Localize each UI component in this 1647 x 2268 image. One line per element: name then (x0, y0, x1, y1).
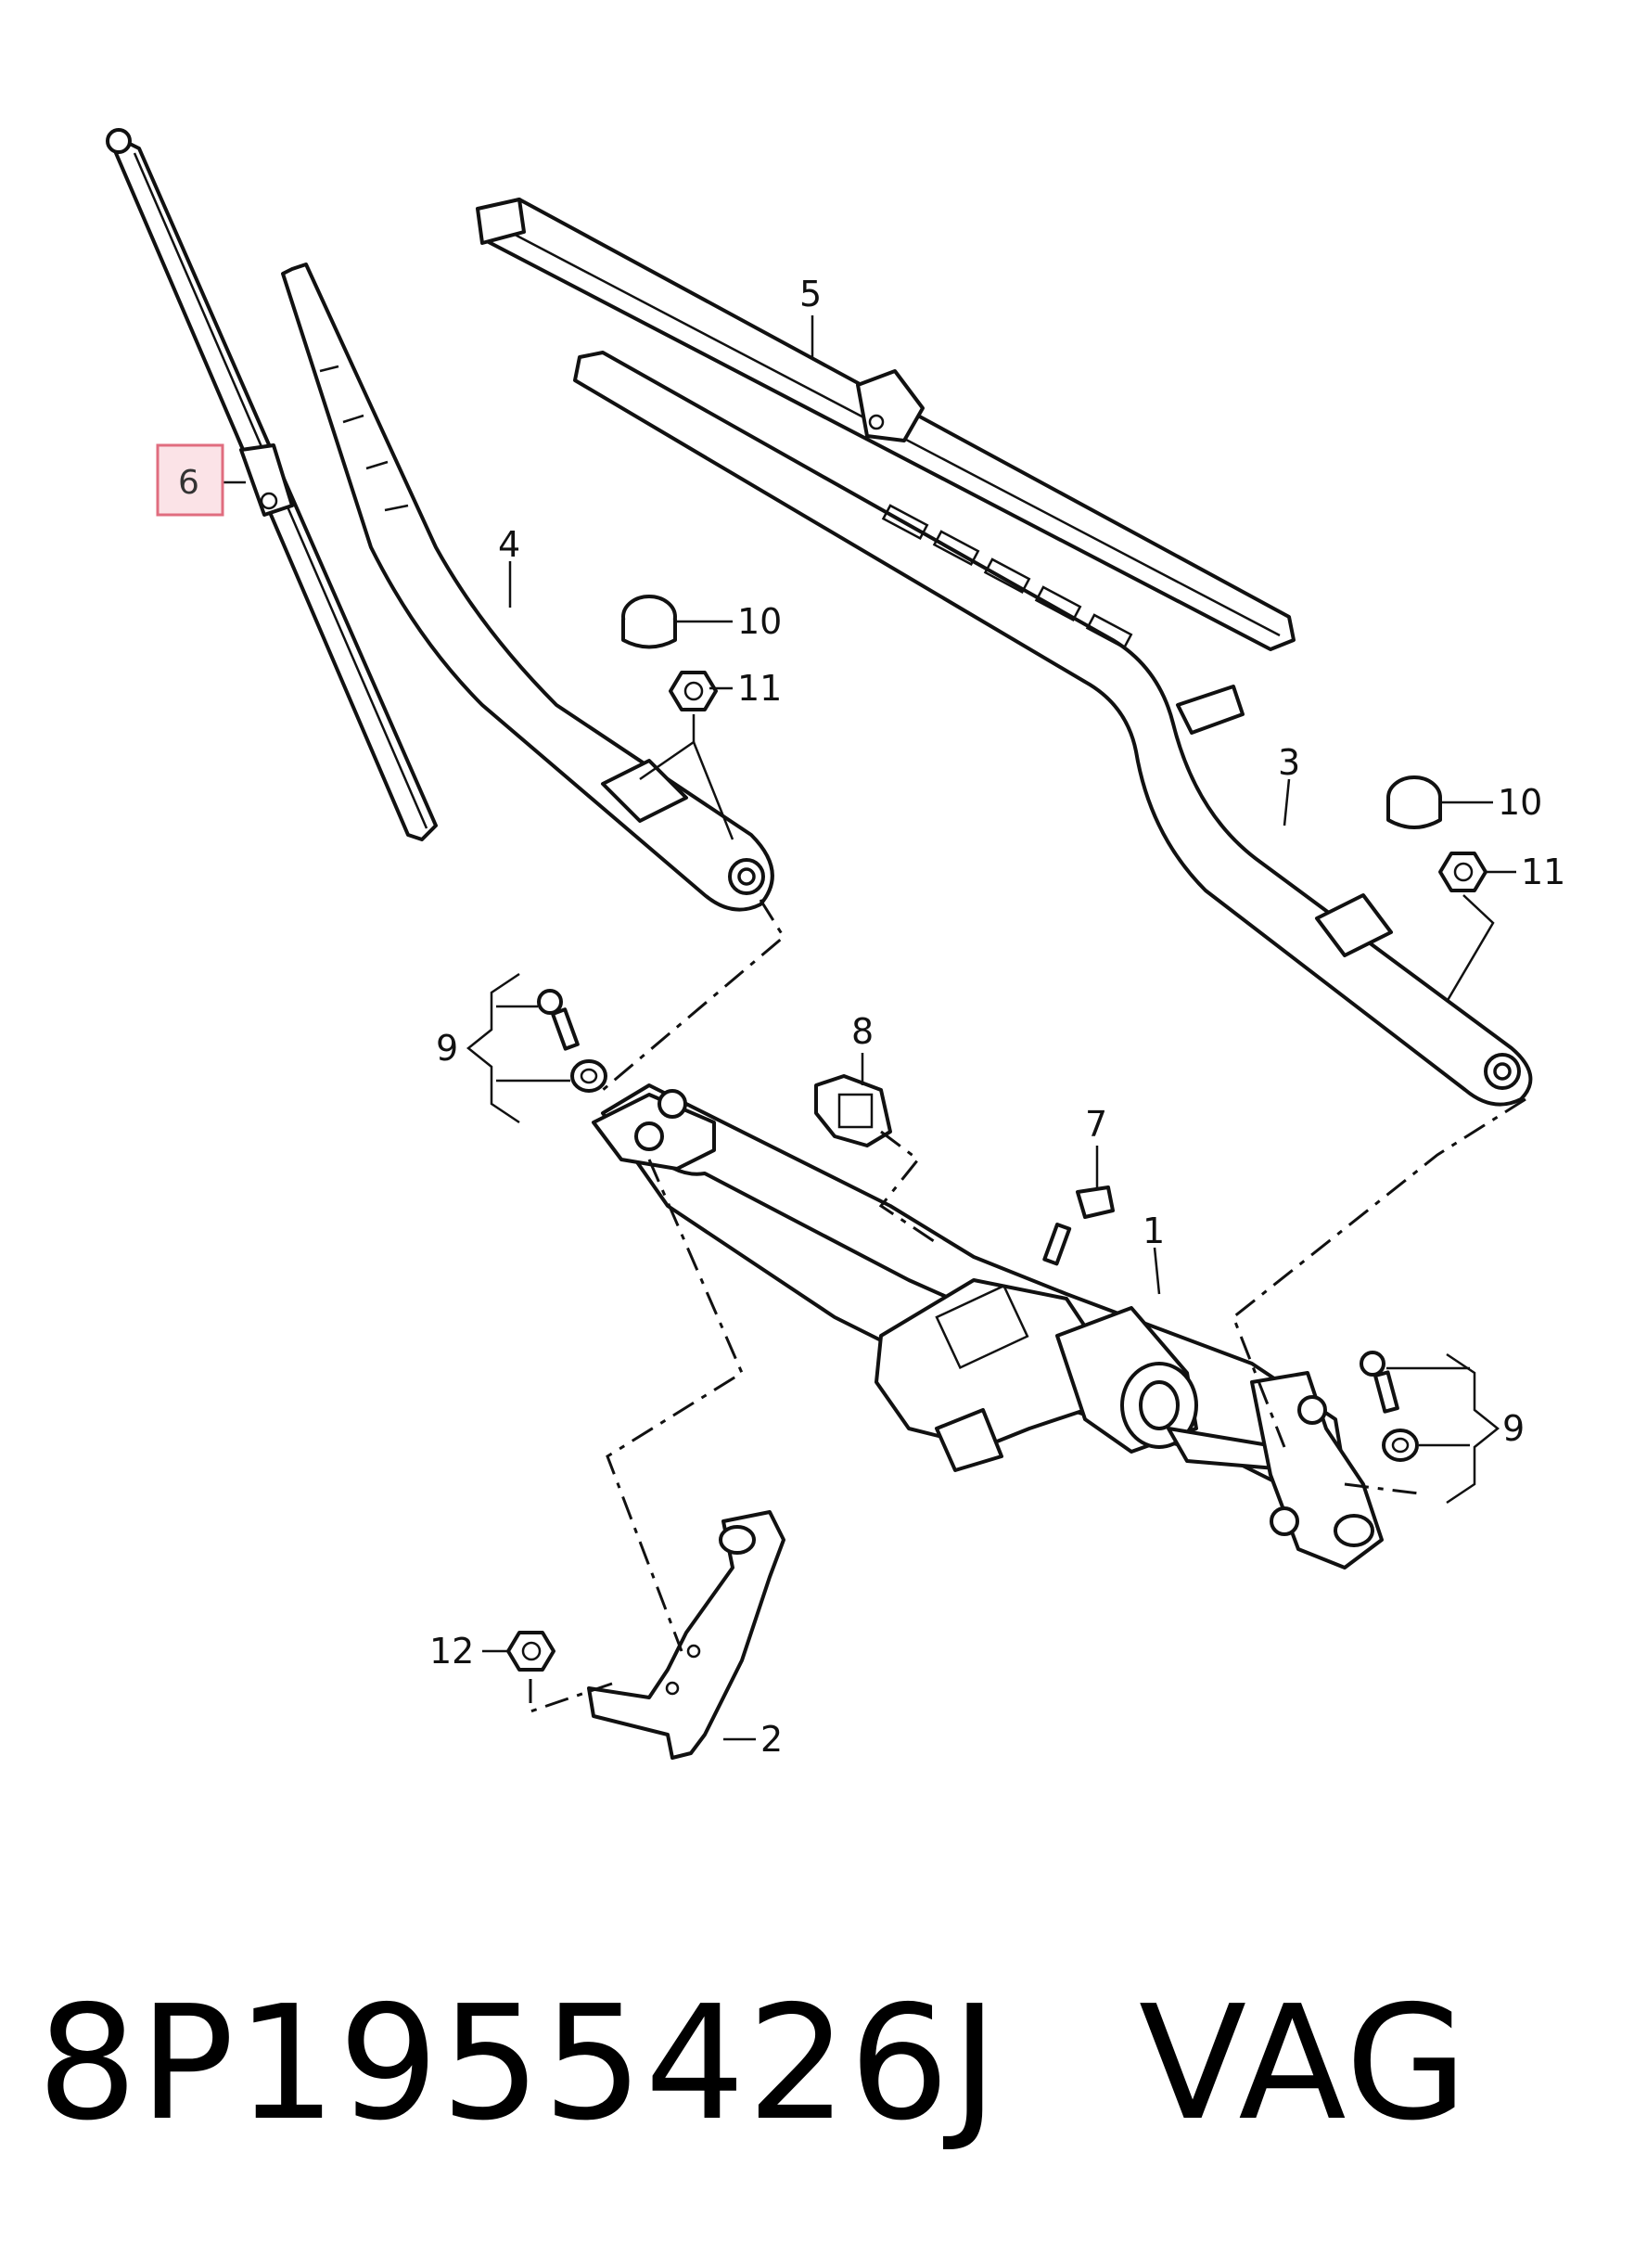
wiper-blade-left[interactable] (106, 128, 438, 841)
nut-12[interactable] (506, 1631, 555, 1672)
bolt-grommet-9-right[interactable] (1360, 1351, 1419, 1462)
bung-7[interactable] (1076, 1185, 1115, 1219)
callout-9-right: 9 (1502, 1408, 1525, 1449)
callout-7: 7 (1085, 1104, 1107, 1145)
assembly-lines (529, 899, 1526, 1714)
wiper-motor-linkage[interactable] (592, 1083, 1384, 1570)
cap-10-left[interactable] (621, 595, 677, 649)
brand-name: VAG (1138, 1972, 1470, 2156)
callout-5: 5 (799, 274, 822, 314)
callout-10-right: 10 (1498, 782, 1542, 823)
callout-11-left: 11 (737, 668, 782, 709)
callout-2: 2 (760, 1719, 783, 1760)
callout-1: 1 (1143, 1211, 1165, 1251)
wiper-blade-right[interactable] (476, 198, 1296, 651)
nut-11-right[interactable] (1438, 852, 1487, 892)
wiper-arm-right[interactable] (573, 351, 1533, 1107)
connector-8[interactable] (814, 1074, 892, 1147)
callout-8: 8 (851, 1011, 874, 1052)
part-number: 8P1955426J (37, 1972, 1000, 2156)
callout-10-left: 10 (737, 601, 782, 642)
bolt-grommet-9-left[interactable] (537, 989, 607, 1093)
callout-9-left: 9 (436, 1028, 458, 1069)
callout-3: 3 (1278, 742, 1300, 783)
callout-11-right: 11 (1521, 852, 1565, 892)
callout-4: 4 (498, 524, 520, 565)
callout-6-highlight-box (156, 443, 224, 517)
wiper-assembly-diagram: 6 5 4 3 10 11 10 11 8 7 1 9 9 12 2 (106, 128, 1565, 1760)
callout-6: 6 (178, 464, 199, 502)
bracket-2[interactable] (587, 1510, 785, 1760)
nut-11-left[interactable] (669, 671, 718, 711)
callout-12: 12 (429, 1631, 474, 1672)
cap-10-right[interactable] (1386, 775, 1442, 829)
wiper-arm-left[interactable] (281, 263, 774, 912)
